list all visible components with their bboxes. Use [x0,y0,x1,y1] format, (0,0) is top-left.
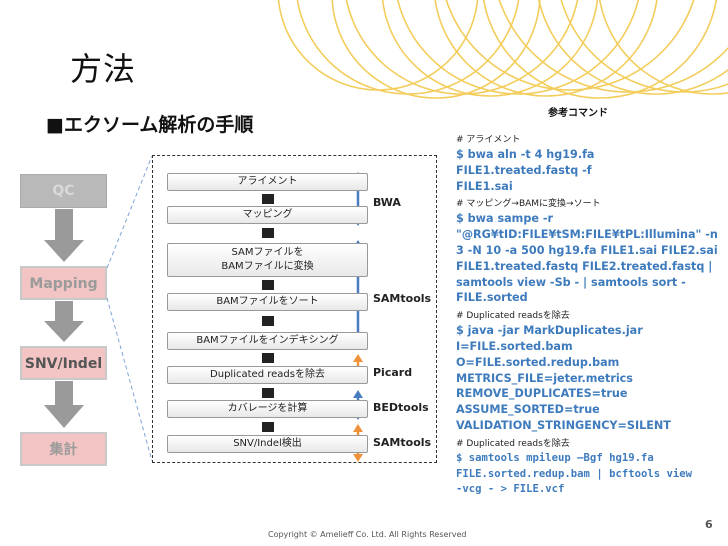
command-line: -vcg - > FILE.vcf [456,483,565,496]
step-connector [262,280,274,290]
tool-bwa: BWA [373,196,401,209]
command-line: METRICS_FILE=jeter.metrics [456,371,633,385]
step-connector [262,353,274,363]
copyright: Copyright © Amelieff Co. Ltd. All Rights… [268,530,467,539]
phase-mapping: Mapping [20,266,107,300]
command-line: O=FILE.sorted.redup.bam [456,355,620,369]
phase-snv-indel: SNV/Indel [20,346,107,380]
workflow-box [152,155,437,463]
command-line: $ java -jar MarkDuplicates.jar [456,324,643,338]
step-connector [262,228,274,238]
command-line: $ samtools mpileup –Bgf hg19.fa [456,451,654,464]
command-block-dedup: # Duplicated readsを除去 $ java -jar MarkDu… [456,310,718,434]
tool-samtools: SAMtools [373,292,432,305]
step-snv-detection: SNV/Indel検出 [167,435,368,453]
step-connector [262,194,274,204]
reference-commands: # アライメント $ bwa aln -t 4 hg19.fa FILE1.tr… [456,130,718,498]
phase-arrows [44,209,84,428]
command-comment: # Duplicated readsを除去 [456,311,570,322]
step-connector [262,316,274,326]
command-block-alignment: # アライメント $ bwa aln -t 4 hg19.fa FILE1.tr… [456,134,718,194]
command-line: FILE1.sai [456,179,513,193]
command-line: 3 -N 10 -a 500 hg19.fa FILE1.sai FILE2.s… [456,243,718,257]
step-sort-bam: BAMファイルをソート [167,293,368,311]
command-line: ASSUME_SORTED=true [456,403,600,417]
tool-picard: Picard [373,366,413,379]
command-comment: # アライメント [456,135,521,145]
page-number: 6 [705,518,713,531]
command-line: FILE.sorted.redup.bam | bcftools view [456,467,692,480]
step-coverage: カバレージを計算 [167,400,368,418]
step-sam-to-bam: SAMファイルを BAMファイルに変換 [167,243,368,277]
command-comment: # Duplicated readsを除去 [456,438,570,449]
slide-title: 方法 [70,50,137,88]
step-remove-duplicates: Duplicated readsを除去 [167,366,368,384]
step-alignment: アライメント [167,173,368,191]
command-comment: # マッピング→BAMに変換→ソート [456,199,601,210]
command-line: FILE1.treated.fastq FILE2.treated.fastq … [456,259,713,273]
command-line: $ bwa aln -t 4 hg19.fa FILE1.treated.fas… [456,148,595,177]
phase-aggregate: 集計 [20,432,107,466]
step-mapping: マッピング [167,206,368,224]
tool-bedtools: BEDtools [373,401,429,414]
down-arrow-icon [44,381,84,428]
command-line: REMOVE_DUPLICATES=true [456,387,628,401]
slide-subtitle: ■エクソーム解析の手順 [46,114,254,136]
command-line: FILE.sorted [456,291,528,305]
command-line: "@RG¥tID:FILE¥tSM:FILE¥tPL:Illumina" -n [456,228,718,242]
tool-samtools-2: SAMtools [373,436,432,449]
down-arrow-icon [44,301,84,342]
command-block-variant-call: # Duplicated readsを除去 $ samtools mpileup… [456,438,718,498]
step-connector [262,388,274,398]
command-line: $ bwa sampe -r [456,212,553,226]
command-block-mapping: # マッピング→BAMに変換→ソート $ bwa sampe -r "@RG¥t… [456,198,718,306]
down-arrow-icon [44,209,84,262]
command-line: VALIDATION_STRINGENCY=SILENT [456,418,671,432]
command-line: samtools view -Sb - | samtools sort - [456,275,686,289]
step-connector [262,422,274,432]
step-index-bam: BAMファイルをインデキシング [167,332,368,350]
phase-qc: QC [20,174,107,208]
reference-heading: 参考コマンド [548,108,608,119]
command-line: I=FILE.sorted.bam [456,339,573,353]
